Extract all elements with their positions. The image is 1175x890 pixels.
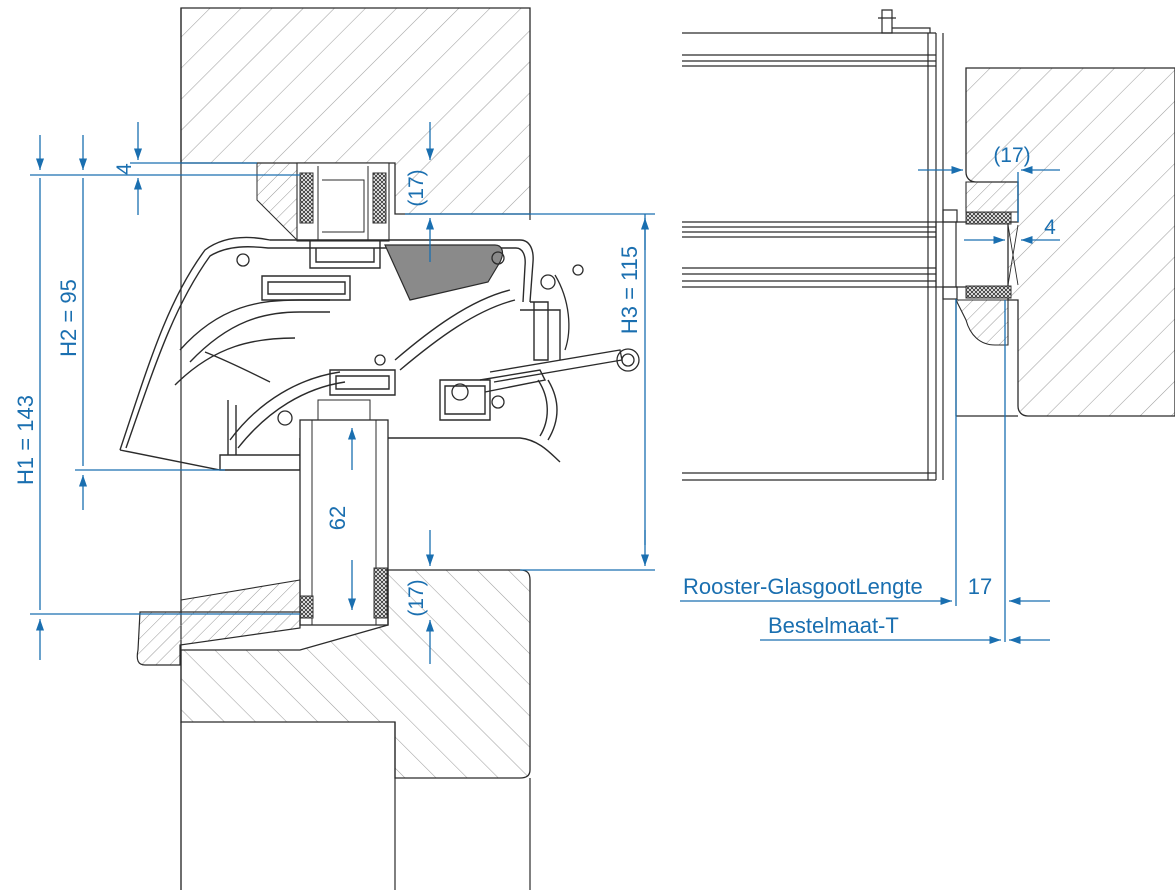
clear-top-dimension-label: (17) (405, 169, 428, 206)
reveal-piece-top (965, 181, 1019, 213)
panel-dimension-label: 62 (325, 506, 350, 530)
h1-dimension-label: H1 = 143 (13, 395, 38, 485)
dark-insert (384, 244, 504, 301)
glass-panel (299, 399, 389, 626)
reveal-piece (955, 299, 1009, 346)
hinge-details (236, 251, 584, 426)
gap-top-dimension-label: 4 (113, 163, 136, 175)
lower-wall (136, 569, 531, 890)
top-frame (256, 162, 390, 242)
side-clear-dimension-label: (17) (993, 144, 1030, 167)
seal-cross (1007, 224, 1019, 286)
side-wall (965, 67, 1175, 417)
side-offset-dimension-label: 17 (968, 574, 992, 599)
operating-lever (489, 274, 640, 383)
right-extension-lines (680, 165, 1060, 645)
order-size-label: Bestelmaat-T (768, 613, 899, 638)
grid-length-label: Rooster-GlasgootLengte (683, 574, 923, 599)
left-section (30, 7, 655, 890)
grille-profile-lines (682, 9, 1018, 481)
right-section (680, 9, 1175, 645)
gasket-top (965, 211, 1012, 225)
left-dimensions (30, 122, 655, 664)
h3-dimension-label: H3 = 115 (617, 246, 642, 334)
clear-bottom-dimension-label: (17) (405, 579, 428, 616)
h2-dimension-label: H2 = 95 (56, 279, 81, 357)
gasket-bottom (965, 285, 1012, 299)
grille-housing (119, 236, 561, 471)
side-gap-dimension-label: 4 (1044, 216, 1056, 239)
